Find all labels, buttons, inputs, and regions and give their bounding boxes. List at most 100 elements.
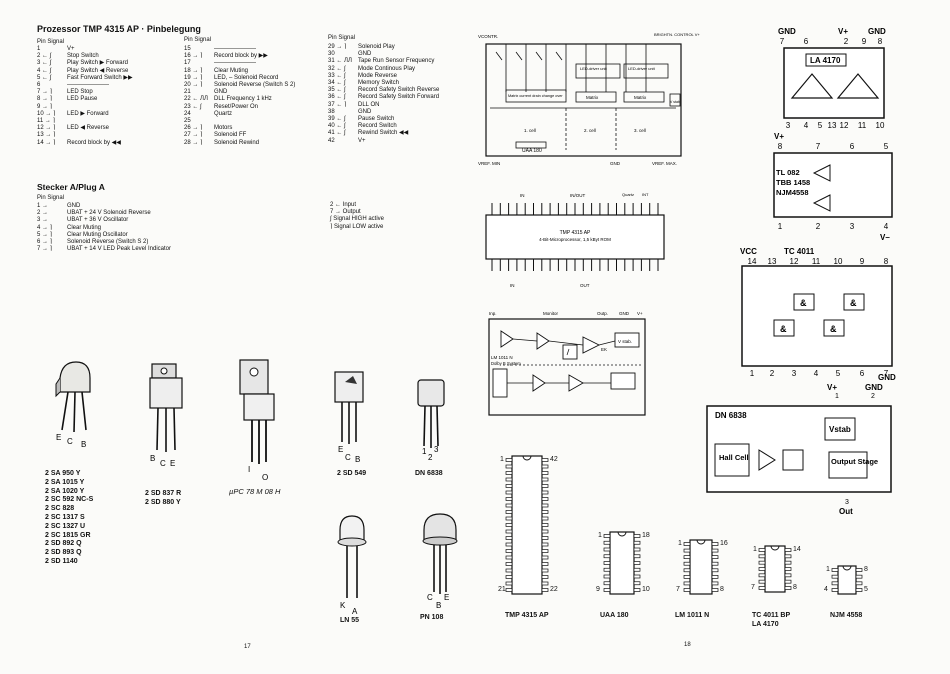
pin-number: 17 — [184, 60, 191, 67]
pin-row: 7 → ⌉LED Stop — [37, 89, 177, 96]
dip-pin — [541, 510, 549, 514]
list-item: 2 SA 950 Y — [45, 470, 81, 477]
pin-signal: Solenoid Reverse (Switch S 2) — [214, 82, 296, 89]
pin-number: 5 → ⌉ — [37, 231, 53, 238]
pin-number: 12 → ⌉ — [37, 125, 56, 132]
pin-row: 40 ← ∫Record Switch — [328, 123, 468, 130]
t6-pin-b: B — [436, 601, 441, 610]
pin-row: 3 →UBAT + 36 V Oscillator — [37, 217, 237, 224]
tl-vminus: V– — [880, 233, 890, 242]
dip-pin-label: 1 — [753, 546, 757, 553]
uaa-matrix-1: Matrix — [586, 95, 599, 100]
dip-pin — [758, 579, 766, 584]
pin-signal: DLL ON — [358, 101, 380, 108]
pin-row: 14 → ⌉Record block by ◀◀ — [37, 140, 177, 147]
ic-pin-number: 7 — [816, 142, 821, 151]
pin-row: 9 → ⌉ — [37, 104, 177, 111]
pin-signal: Solenoid Play — [358, 44, 395, 50]
tmp-int-label: INT — [642, 192, 649, 197]
ic-pin-number: 3 — [792, 369, 797, 378]
pin-row: 19 → ⌉LED, – Solenoid Record — [184, 75, 314, 82]
pin-row: 7 → ⌉UBAT + 14 V LED Peak Level Indicato… — [37, 246, 237, 253]
ic-pin-number: 1 — [750, 369, 755, 378]
pin-number: 33 ← ∫ — [328, 72, 346, 79]
lm-vplus: V+ — [637, 311, 643, 316]
dn6838-package — [417, 379, 445, 448]
pin-row: 18 → ⌉Clear Muting — [184, 68, 314, 75]
pin-row: 29 → ⌉ Solenoid Play — [328, 44, 468, 51]
pin-number: 9 → ⌉ — [37, 103, 53, 110]
tl-name-3: NJM4558 — [776, 188, 809, 197]
ic-pin-number: 1 — [778, 222, 783, 231]
ln55-label: LN 55 — [340, 617, 360, 624]
led-pin-a: A — [352, 607, 358, 616]
ic-pin-number: 5 — [836, 369, 841, 378]
ic-pin-number: 13 — [828, 121, 837, 130]
dip-pin — [505, 523, 513, 527]
pin-number: 1 — [37, 46, 41, 52]
pin-signal: GND — [358, 108, 372, 115]
dip-pin — [633, 588, 641, 592]
pin-number: 36 ← ∫ — [328, 94, 346, 101]
dip-pin-label: 18 — [642, 532, 650, 539]
pin-row: 3 ← ∫Play Switch ▶ Forward — [37, 60, 177, 67]
t2-pin-c: C — [160, 459, 166, 468]
uaa-vcontr: VCONTR. — [478, 34, 498, 39]
tl-name-2: TBB 1458 — [776, 178, 810, 187]
pin-number: 1 → — [37, 203, 49, 209]
dip-package-drawing — [505, 455, 549, 595]
list-item: 2 SC 1317 S — [45, 513, 85, 521]
pin-number: 18 → ⌉ — [184, 67, 203, 74]
ic-pin-number: 2 — [816, 222, 821, 231]
dip-package-name: NJM 4558 — [830, 612, 863, 619]
dip-pin-label: 7 — [676, 586, 680, 593]
pin-signal: Play Switch ▶ Forward — [67, 60, 128, 67]
pin-signal: Mode Continous Play — [358, 65, 416, 72]
pin-number: 29 → ⌉ — [328, 44, 347, 50]
lm-gnd: GND — [619, 311, 630, 316]
dn-gnd: GND — [865, 383, 883, 392]
page-number-right: 18 — [684, 642, 691, 648]
dip-pin — [541, 529, 549, 534]
dip-pin — [603, 588, 611, 592]
t5-pin-2: 2 — [428, 453, 433, 462]
pin-signal: UBAT + 14 V LED Peak Level Indicator — [67, 246, 172, 253]
pin-number: 4 ← ∫ — [37, 67, 52, 74]
pin-number: 2 → — [37, 210, 49, 217]
pin-row: 1 →GND — [37, 203, 237, 210]
dip-pin — [541, 562, 549, 566]
t6-pin-c: C — [427, 593, 433, 602]
dip-pin — [831, 574, 839, 579]
pin-row: 5 → ⌉ Clear Muting Oscillator — [37, 232, 237, 239]
ic-pin-number: 11 — [812, 257, 821, 266]
dip-package-drawing — [831, 565, 863, 595]
dip-pin — [633, 581, 641, 586]
uaa-vstab: V stab — [670, 100, 680, 104]
dip-pin-label: 1 — [598, 532, 602, 539]
lm-ek: EK — [601, 347, 607, 352]
pin-number: 34 ← ∫ — [328, 80, 346, 87]
pin-number: 35 ← ∫ — [328, 87, 346, 94]
dip-pin — [711, 575, 719, 579]
pin-signal: Fast Forward Switch ▶▶ — [67, 74, 133, 81]
t1-pin-c: C — [67, 437, 73, 446]
pin-signal: Clear Muting Oscillator — [67, 231, 128, 238]
dip-pin — [505, 490, 513, 495]
dip-pin — [603, 534, 611, 538]
t3-pin-i: I — [248, 465, 250, 474]
col2-header: Pin Signal — [184, 37, 212, 43]
t5-pin-3: 3 — [434, 445, 439, 454]
pin-row: 5 ← ∫Fast Forward Switch ▶▶ — [37, 75, 177, 82]
pin-row: 28 → ⌉Solenoid Rewind — [184, 140, 314, 147]
list-item: 2 SD 893 Q — [45, 549, 82, 557]
left-page-title: Prozessor TMP 4315 AP · Pinbelegung — [37, 24, 201, 34]
dip-pin — [541, 581, 549, 586]
to220-package — [239, 359, 275, 464]
tmp-out-bottom: OUT — [580, 283, 590, 288]
dip-pin — [683, 555, 691, 559]
dip-package-drawing — [603, 531, 641, 595]
uaa-gnd: GND — [610, 161, 621, 166]
